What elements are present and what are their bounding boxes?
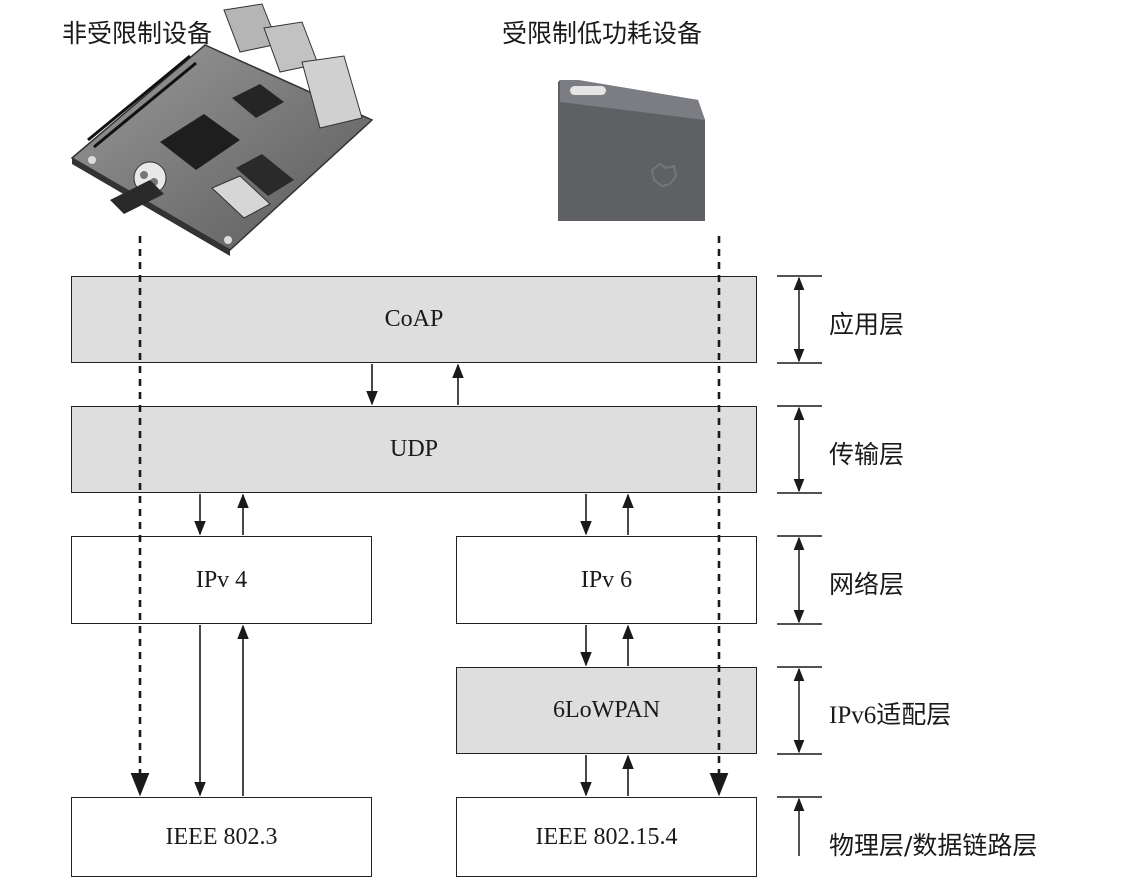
adaptation-layer-bracket [777,666,822,755]
physical-datalink-layer-label: 物理层/数据链路层 [829,831,1038,860]
adaptation-layer-label: IPv6适配层 [829,695,951,731]
network-layer-label: 网络层 [829,570,905,599]
application-layer-label: 应用层 [829,310,905,339]
coap-box: CoAP [71,276,757,363]
adaptation-layer-suffix: 适配层 [876,700,952,729]
application-layer-bracket [777,275,822,364]
diagram-connectors [130,236,822,856]
ipv4-box: IPv 4 [71,536,372,624]
udp-box: UDP [71,406,757,493]
sixlowpan-box: 6LoWPAN [456,667,757,754]
transport-layer-label: 传输层 [829,440,905,469]
network-layer-bracket [777,535,822,625]
unconstrained-device-label: 非受限制设备 [62,19,213,48]
adaptation-layer-prefix: IPv6 [829,702,877,729]
constrained-device-label: 受限制低功耗设备 [502,19,703,48]
transport-layer-bracket [777,405,822,494]
ipv6-box: IPv 6 [456,536,757,624]
physical-layer-bracket [777,796,822,856]
